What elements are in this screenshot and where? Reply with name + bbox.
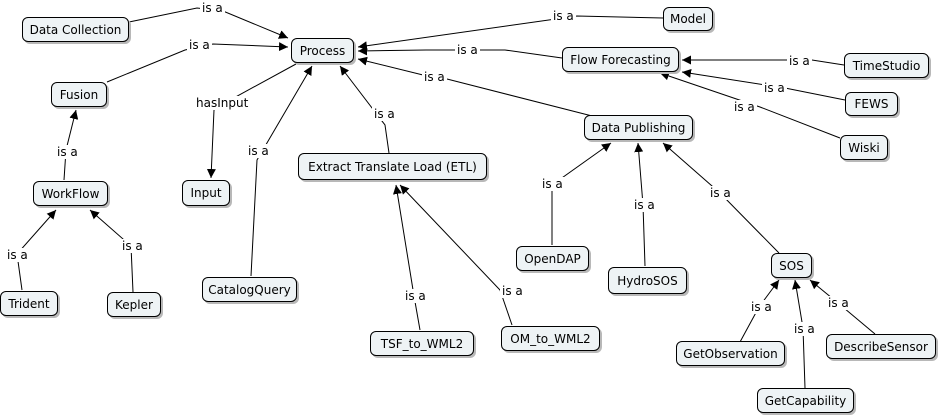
node-process[interactable]: Process — [291, 38, 354, 63]
edge-wiski-flow — [659, 71, 841, 139]
node-getobservation[interactable]: GetObservation — [676, 341, 785, 366]
link-label-describesensor-sos: is a — [826, 296, 851, 310]
link-label-om-etl: is a — [500, 284, 525, 298]
link-label-wiski-flow: is a — [732, 100, 757, 114]
link-label-getobservation-sos: is a — [749, 300, 774, 314]
link-label-tsf-etl: is a — [403, 289, 428, 303]
link-label-catalogquery-process: is a — [246, 144, 271, 158]
link-label-trident-workflow: is a — [5, 248, 30, 262]
node-catalogquery[interactable]: CatalogQuery — [202, 277, 297, 302]
link-label-opendap-publishing: is a — [540, 177, 565, 191]
node-opendap[interactable]: OpenDAP — [516, 246, 589, 271]
link-label-fusion-process: is a — [187, 38, 212, 52]
link-label-fews-flow: is a — [762, 81, 787, 95]
edge-catalogquery-process — [250, 65, 313, 277]
node-fusion[interactable]: Fusion — [51, 82, 107, 107]
node-etl[interactable]: Extract Translate Load (ETL) — [298, 153, 487, 180]
node-workflow[interactable]: WorkFlow — [33, 181, 108, 206]
node-flow-forecasting[interactable]: Flow Forecasting — [562, 47, 679, 72]
edge-process-input — [206, 63, 297, 179]
node-om-to-wml2[interactable]: OM_to_WML2 — [501, 326, 600, 351]
node-fews[interactable]: FEWS — [845, 92, 898, 116]
node-wiski[interactable]: Wiski — [840, 135, 888, 160]
node-hydrosos[interactable]: HydroSOS — [608, 267, 687, 294]
node-kepler[interactable]: Kepler — [107, 292, 161, 317]
edge-om-etl — [399, 184, 513, 326]
edge-tsf-etl — [392, 184, 421, 331]
node-getcapability[interactable]: GetCapability — [757, 388, 854, 413]
edge-opendap-publishing — [551, 142, 612, 245]
node-trident[interactable]: Trident — [0, 291, 58, 316]
edge-etl-process — [339, 65, 390, 154]
link-label-flow-process: is a — [455, 43, 480, 57]
link-label-workflow-fusion: is a — [55, 145, 80, 159]
link-label-sos-publishing: is a — [708, 186, 733, 200]
node-data-publishing[interactable]: Data Publishing — [584, 115, 693, 140]
link-label-kepler-workflow: is a — [120, 239, 145, 253]
node-tsf-to-wml2[interactable]: TSF_to_WML2 — [370, 331, 474, 356]
link-label-timestudio-flow: is a — [787, 54, 812, 68]
node-timestudio[interactable]: TimeStudio — [844, 53, 929, 78]
edge-timestudio-flow — [682, 55, 845, 66]
link-label-model-process: is a — [551, 9, 576, 23]
link-label-publishing-process: is a — [422, 70, 447, 84]
link-label-data-collection-process: is a — [200, 1, 225, 15]
edge-model-process — [357, 15, 664, 51]
link-label-getcapability-sos: is a — [792, 322, 817, 336]
node-input[interactable]: Input — [182, 180, 230, 206]
link-label-etl-process: is a — [372, 107, 397, 121]
node-describesensor[interactable]: DescribeSensor — [826, 334, 936, 359]
node-sos[interactable]: SOS — [771, 253, 812, 278]
node-model[interactable]: Model — [663, 7, 713, 31]
link-label-process-input: hasInput — [194, 96, 251, 110]
node-data-collection[interactable]: Data Collection — [22, 17, 129, 42]
link-label-hydrosos-publishing: is a — [632, 198, 657, 212]
